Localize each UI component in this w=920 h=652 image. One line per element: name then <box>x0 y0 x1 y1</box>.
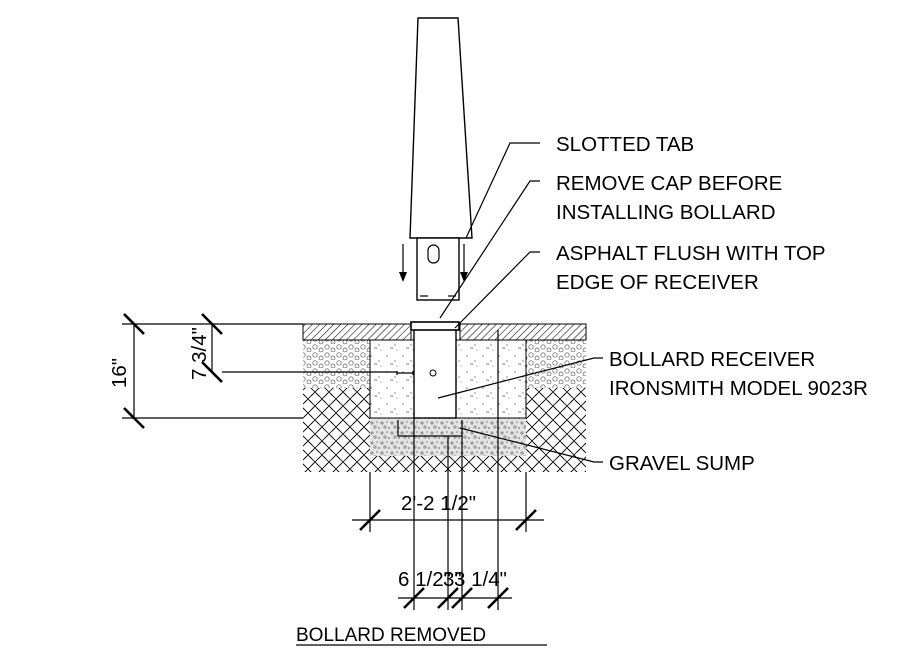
dim-total-depth: 16" <box>108 358 131 388</box>
callout-asphalt-1: ASPHALT FLUSH WITH TOP <box>556 242 826 265</box>
asphalt-right <box>459 323 587 341</box>
dim-tick <box>451 587 473 609</box>
dim-tick <box>403 587 425 609</box>
dim-tick <box>437 587 459 609</box>
dim-tick <box>359 509 381 531</box>
leader-lines <box>222 142 603 463</box>
bollard-removed <box>399 17 473 301</box>
dim-tick <box>515 509 537 531</box>
base-gravel-left <box>303 340 370 388</box>
leader-asphalt <box>454 251 540 329</box>
leader-slotted-tab <box>465 142 540 239</box>
dim-receiver-width: 3" <box>443 568 462 591</box>
bollard-receiver <box>396 321 463 437</box>
callout-asphalt-2: EDGE OF RECEIVER <box>556 271 759 294</box>
horizontal-dimensions: 2'-2 1/2" 6 1/2" 3" 3 1/4" <box>352 330 544 610</box>
callout-receiver-1: BOLLARD RECEIVER <box>609 348 815 371</box>
detail-title: BOLLARD REMOVED <box>296 625 547 646</box>
bollard-post <box>409 17 473 239</box>
earth-right <box>526 388 586 472</box>
leader-remove-cap <box>439 180 540 319</box>
dim-footing-width: 2'-2 1/2" <box>401 492 476 515</box>
earth-left <box>303 388 370 472</box>
bollard-stub <box>416 237 460 301</box>
dim-right-clearance: 3 1/4" <box>454 568 507 591</box>
callout-gravel-sump: GRAVEL SUMP <box>609 452 755 475</box>
slotted-tab-icon <box>427 244 440 264</box>
insert-arrow-right-icon <box>460 244 468 282</box>
dim-receiver-depth: 7 3/4" <box>188 327 211 380</box>
title-text: BOLLARD REMOVED <box>296 625 486 646</box>
insert-arrow-left-icon <box>399 244 407 282</box>
dim-tick <box>487 587 509 609</box>
dim-tick <box>201 313 223 335</box>
dim-tick <box>201 361 223 383</box>
leader-receiver <box>437 357 603 399</box>
receiver-body <box>413 327 457 419</box>
dim-left-clearance: 6 1/2" <box>398 568 451 591</box>
vertical-dimensions: 16" 7 3/4" <box>108 313 303 429</box>
callout-slotted-tab: SLOTTED TAB <box>556 133 694 156</box>
base-gravel-right <box>526 340 586 388</box>
leader-gravel-sump <box>459 427 603 463</box>
receiver-pin-icon <box>429 369 437 377</box>
callout-remove-cap-1: REMOVE CAP BEFORE <box>556 172 782 195</box>
dim-tick <box>123 313 145 335</box>
callout-remove-cap-2: INSTALLING BOLLARD <box>556 201 776 224</box>
callouts: SLOTTED TAB REMOVE CAP BEFORE INSTALLING… <box>556 133 868 475</box>
callout-receiver-2: IRONSMITH MODEL 9023R <box>609 377 868 400</box>
ground-section <box>180 323 587 472</box>
dim-tick <box>123 407 145 429</box>
asphalt-left <box>302 323 412 341</box>
receiver-cap <box>410 321 460 331</box>
